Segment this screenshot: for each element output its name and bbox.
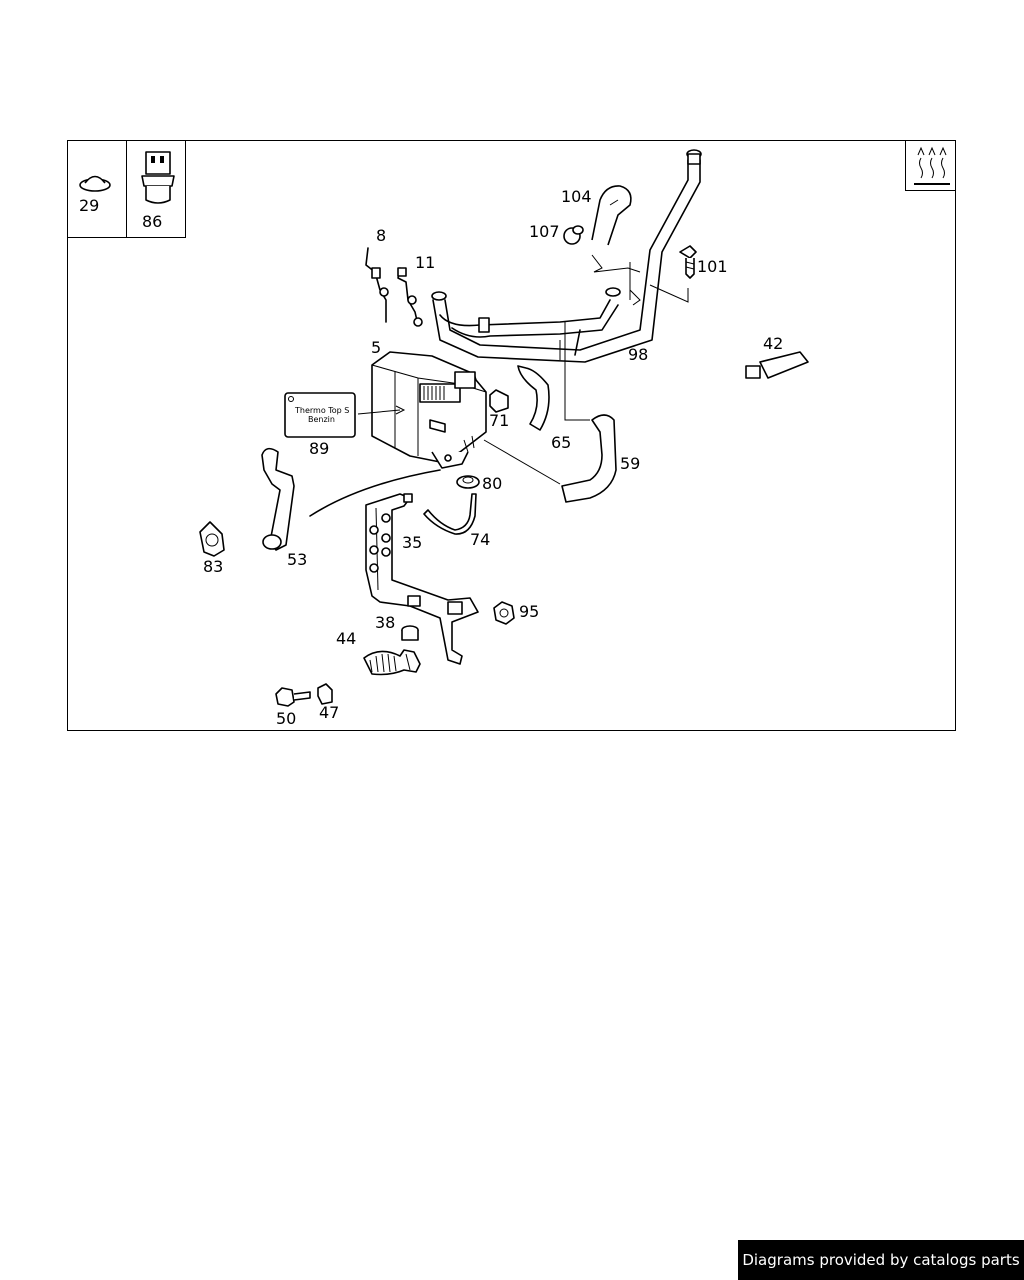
label-65: 65 [551,433,571,452]
label-44: 44 [336,629,356,648]
label-74: 74 [470,530,490,549]
clamp-107: 107 [529,222,584,245]
tube-42: 42 [745,334,809,379]
label-80: 80 [482,474,502,493]
label-42: 42 [763,334,783,353]
screw-101: 101 [679,245,728,279]
grommet-83: 83 [199,521,225,576]
label-50: 50 [276,709,296,728]
bolt-50: 50 [275,687,311,728]
inset-label-86: 86 [142,212,162,231]
diagram-frame [67,140,956,731]
label-98: 98 [628,345,648,364]
coolant-pipe-98 [431,149,702,363]
clamp-71: 71 [489,389,509,430]
inset-box-86: 86 [126,140,186,238]
label-8: 8 [376,226,386,245]
leader-line-98 [649,284,689,303]
label-83: 83 [203,557,223,576]
clip-47: 47 [317,683,339,722]
nut-95: 95 [493,601,539,625]
diagram-credit-badge: Diagrams provided by catalogs parts [738,1240,1024,1280]
break-line [591,254,641,273]
label-107: 107 [529,222,560,241]
label-101: 101 [697,257,728,276]
label-89: 89 [309,439,329,458]
bracket-35: 35 [365,493,479,665]
hose-65: 65 [517,365,571,452]
heater-unit-5: 5 [371,338,487,469]
leader-line-65 [564,322,590,421]
hose-74: 74 [423,493,490,549]
hose-59: 59 [561,414,640,503]
leader-line-35 [309,469,441,517]
arrow-89 [357,405,406,415]
sensor-8: 8 [365,226,389,323]
label-plate-89: Thermo Top S Benzin 89 [284,392,356,458]
label-plate-line1: Thermo Top S [294,406,349,415]
flex-pipe-44: 44 [336,629,421,676]
label-38: 38 [375,613,395,632]
sensor-11: 11 [397,253,435,327]
grommet-38: 38 [375,613,419,641]
label-95: 95 [519,602,539,621]
leader-line-59 [483,439,561,485]
label-53: 53 [287,550,307,569]
label-59: 59 [620,454,640,473]
inset-box-29: 29 [67,140,127,238]
label-71: 71 [489,411,509,430]
label-5: 5 [371,338,381,357]
label-plate-line2: Benzin [308,415,335,424]
inset-label-29: 29 [79,196,99,215]
label-11: 11 [415,253,435,272]
label-35: 35 [402,533,422,552]
hose-53: 53 [261,447,307,569]
coolant-pipe-loop [439,287,621,356]
hose-104: 104 [561,185,632,246]
label-47: 47 [319,703,339,722]
heater-symbol-icon [905,140,956,191]
label-104: 104 [561,187,592,206]
parts-diagram: 29 86 104 [67,140,956,731]
clamp-80: 80 [456,474,502,493]
